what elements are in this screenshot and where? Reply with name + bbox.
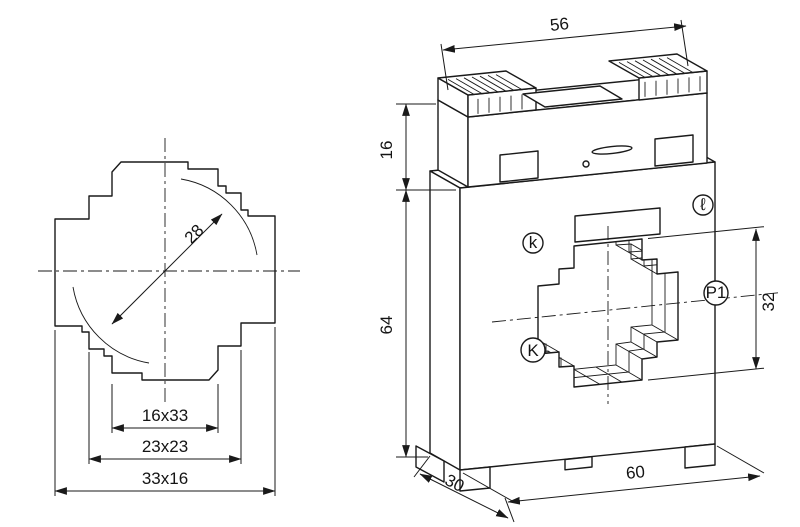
top-label-plate — [522, 85, 623, 108]
terminal-tower-left — [437, 70, 537, 118]
foot-front-right — [684, 443, 716, 469]
dimension-window-height: 32 — [647, 226, 778, 381]
dim-window-height-label: 32 — [759, 293, 778, 312]
terminal-mark-P1: P1 — [703, 280, 729, 306]
dimension-block-height: 16 — [377, 103, 456, 191]
left-view: 28 16x33 23x23 33x16 — [38, 138, 300, 496]
terminal-l-label: ℓ — [699, 195, 706, 214]
dim-inner-label: 16x33 — [142, 406, 188, 425]
tower-right-vent-lines — [618, 57, 701, 97]
dimension-outer: 33x16 — [54, 327, 276, 496]
dim-body-height-label: 64 — [377, 316, 396, 335]
foot-middle-tab — [564, 456, 593, 471]
front-label-plate — [574, 207, 661, 243]
dim-top-width-label: 56 — [549, 14, 570, 35]
reference-arc-upper — [180, 178, 258, 256]
body-side-face — [429, 170, 461, 471]
terminal-k-label: k — [529, 233, 538, 252]
vent-slot — [591, 145, 633, 155]
terminal-K-label: K — [527, 341, 539, 360]
terminal-mark-K: K — [520, 337, 546, 363]
right-view: k ℓ K P1 56 16 64 — [377, 14, 779, 523]
screw-hole — [582, 160, 590, 168]
dimension-top-width: 56 — [440, 14, 689, 91]
dim-bottom-width-label: 60 — [625, 462, 646, 483]
centerline-window-horizontal — [491, 292, 779, 323]
terminal-mark-k: k — [522, 232, 544, 254]
terminal-mark-l: ℓ — [692, 194, 714, 216]
terminal-P1-label: P1 — [706, 283, 727, 302]
dim-outer-label: 33x16 — [142, 469, 188, 488]
terminal-window-left — [499, 150, 539, 183]
reference-arc-lower — [72, 286, 150, 364]
dimension-body-height: 64 — [377, 189, 428, 458]
dimension-middle: 23x23 — [88, 350, 242, 464]
dim-block-height-label: 16 — [377, 141, 396, 160]
terminal-window-right — [654, 134, 694, 167]
dimension-inner: 16x33 — [111, 384, 219, 433]
tower-left-vent-lines — [447, 74, 523, 114]
dim-middle-label: 23x23 — [142, 437, 188, 456]
terminal-tower-right — [608, 53, 708, 101]
